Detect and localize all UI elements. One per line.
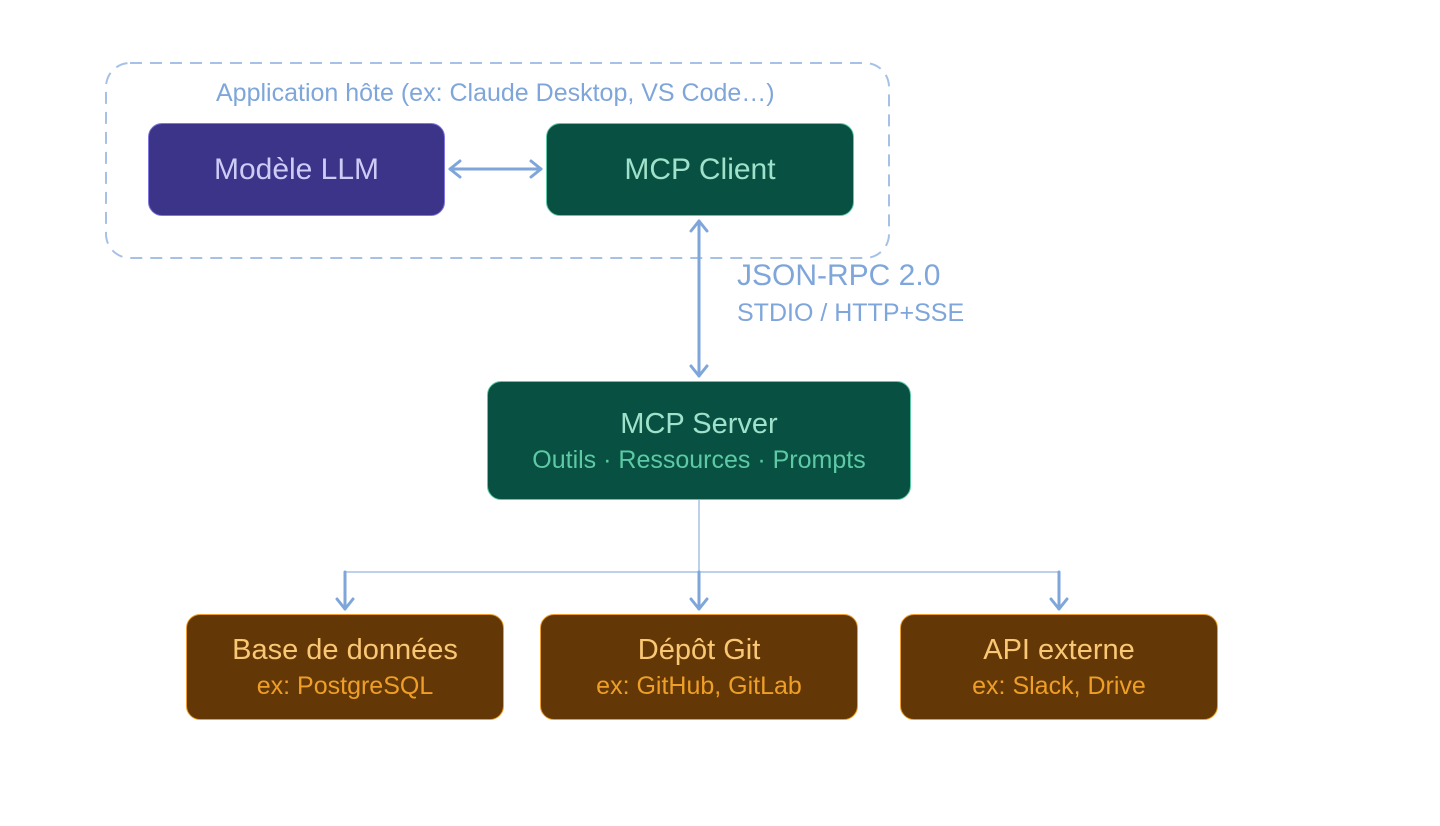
arrow-to-database [335,570,355,611]
mcp-server-title: MCP Server [620,407,778,440]
resource-example: ex: Slack, Drive [972,672,1146,700]
resource-api-node[interactable]: API externe ex: Slack, Drive [900,614,1218,720]
protocol-label: JSON-RPC 2.0 [737,259,941,292]
resource-title: API externe [983,634,1135,666]
llm-model-title: Modèle LLM [213,152,380,186]
resource-title: Dépôt Git [637,634,761,666]
resource-example: ex: PostgreSQL [256,672,434,700]
resource-example: ex: GitHub, GitLab [596,672,802,700]
llm-client-arrow [448,159,543,179]
mcp-server-node[interactable]: MCP Server Outils · Ressources · Prompts [487,381,911,500]
resource-database-node[interactable]: Base de données ex: PostgreSQL [186,614,504,720]
server-resource-connectors [345,500,1059,573]
client-server-arrow [689,219,709,378]
llm-model-node[interactable]: Modèle LLM [148,123,445,216]
mcp-client-title: MCP Client [624,152,776,186]
host-application-label: Application hôte (ex: Claude Desktop, VS… [216,79,775,107]
mcp-client-node[interactable]: MCP Client [546,123,854,216]
transport-label: STDIO / HTTP+SSE [737,299,965,327]
host-application-boundary [105,62,890,259]
mcp-server-capabilities: Outils · Ressources · Prompts [532,445,866,474]
arrow-to-git [689,570,709,611]
arrow-to-api [1049,570,1069,611]
resource-title: Base de données [232,634,458,666]
resource-git-node[interactable]: Dépôt Git ex: GitHub, GitLab [540,614,858,720]
